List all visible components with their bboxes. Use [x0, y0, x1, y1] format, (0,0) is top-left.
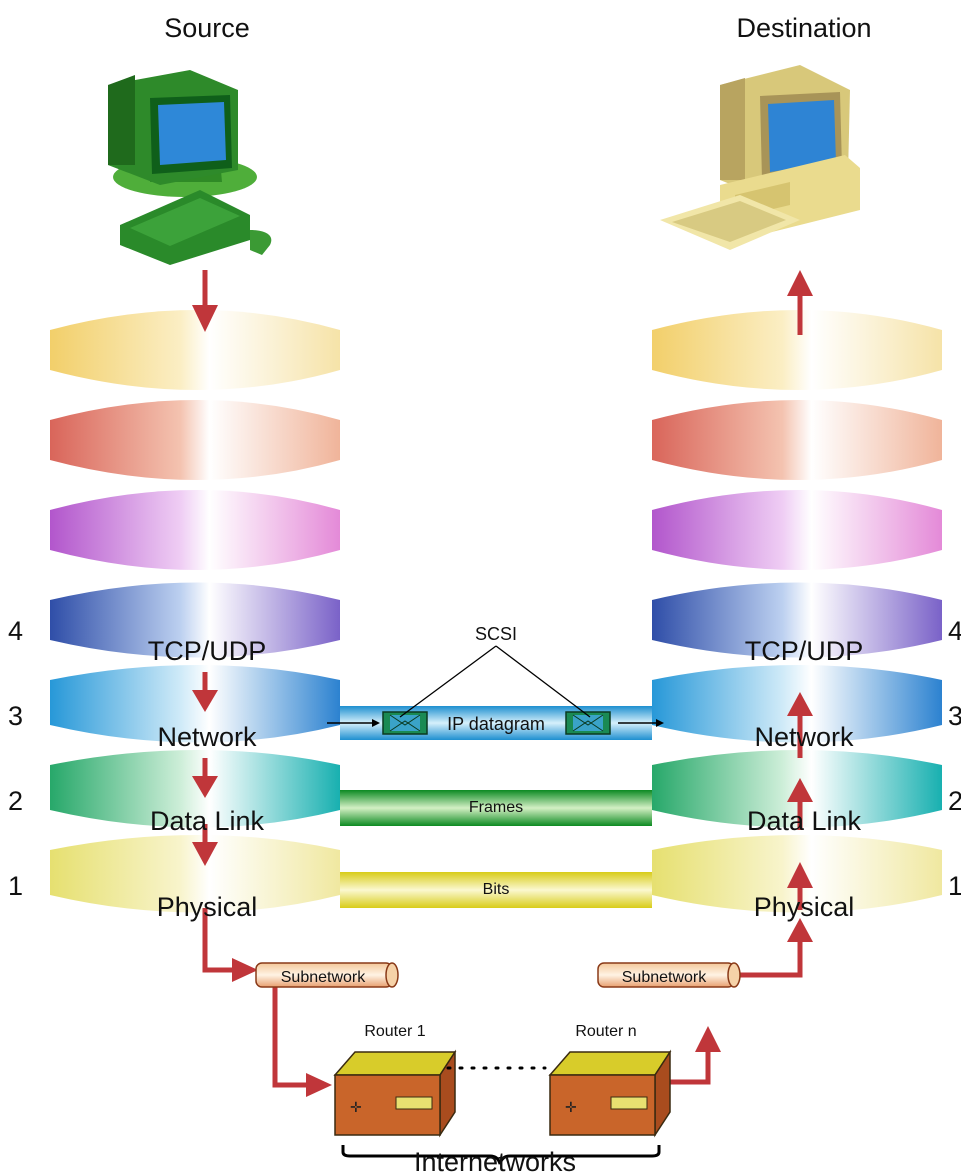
envelope-icon [565, 711, 611, 735]
bits-label: Bits [483, 881, 510, 898]
source-physical-label: Physical [157, 892, 258, 922]
layer-number-4: 4 [8, 616, 23, 646]
destination-layer-presentation [652, 400, 942, 480]
destination-layer-session [652, 490, 942, 570]
layer-number-3-right: 3 [948, 701, 961, 731]
source-layer-presentation [50, 400, 340, 480]
source-layer-data-link [50, 750, 340, 828]
destination-physical-label: Physical [754, 892, 855, 922]
frames-link: Frames [340, 790, 652, 826]
source-layer-network [50, 665, 340, 743]
router-n-icon: ✛ [548, 1049, 672, 1138]
source-layer-transport [50, 582, 340, 658]
ip-datagram-link: IP datagram [327, 706, 664, 740]
subnetwork-right-label: Subnetwork [622, 969, 707, 986]
internetworks-brace [341, 1145, 661, 1165]
source-computer-icon [108, 70, 272, 265]
internetworks-label: Internetworks [414, 1147, 576, 1174]
destination-layer-application [652, 310, 942, 390]
source-label: Source [164, 13, 250, 43]
layer-number-1: 1 [8, 871, 23, 901]
ip-datagram-label: IP datagram [447, 714, 545, 734]
destination-transport-label: TCP/UDP [745, 636, 864, 666]
source-layer-application [50, 310, 340, 390]
scsi-callout: SCSI [399, 624, 591, 718]
frames-label: Frames [469, 799, 523, 816]
subnetwork-right: Subnetwork [597, 962, 741, 988]
svg-text:✛: ✛ [350, 1099, 362, 1115]
destination-computer-icon [660, 65, 860, 250]
source-network-label: Network [157, 722, 257, 752]
envelope-icon [382, 711, 428, 735]
bits-link: Bits [340, 872, 652, 908]
layer-number-3: 3 [8, 701, 23, 731]
svg-text:✛: ✛ [565, 1099, 577, 1115]
layer-number-1-right: 1 [948, 871, 961, 901]
destination-data-link-label: Data Link [747, 806, 862, 836]
source-layer-session [50, 490, 340, 570]
router-1-icon: ✛ [333, 1049, 457, 1138]
scsi-label: SCSI [475, 624, 517, 644]
layer-number-2: 2 [8, 786, 23, 816]
source-data-link-label: Data Link [150, 806, 265, 836]
layer-number-4-right: 4 [948, 616, 961, 646]
source-transport-label: TCP/UDP [148, 636, 267, 666]
destination-network-label: Network [754, 722, 854, 752]
layer-number-2-right: 2 [948, 786, 961, 816]
router-n-label: Router n [575, 1023, 636, 1040]
source-layer-physical [50, 835, 340, 913]
subnetwork-left: Subnetwork [255, 962, 399, 988]
destination-layer-transport [652, 582, 942, 658]
subnetwork-left-label: Subnetwork [281, 969, 366, 986]
source-layer-stack [50, 310, 340, 913]
router-1-label: Router 1 [364, 1023, 425, 1040]
destination-up-arrows [665, 270, 813, 1085]
source-down-arrows [192, 270, 332, 1097]
destination-label: Destination [736, 13, 871, 43]
